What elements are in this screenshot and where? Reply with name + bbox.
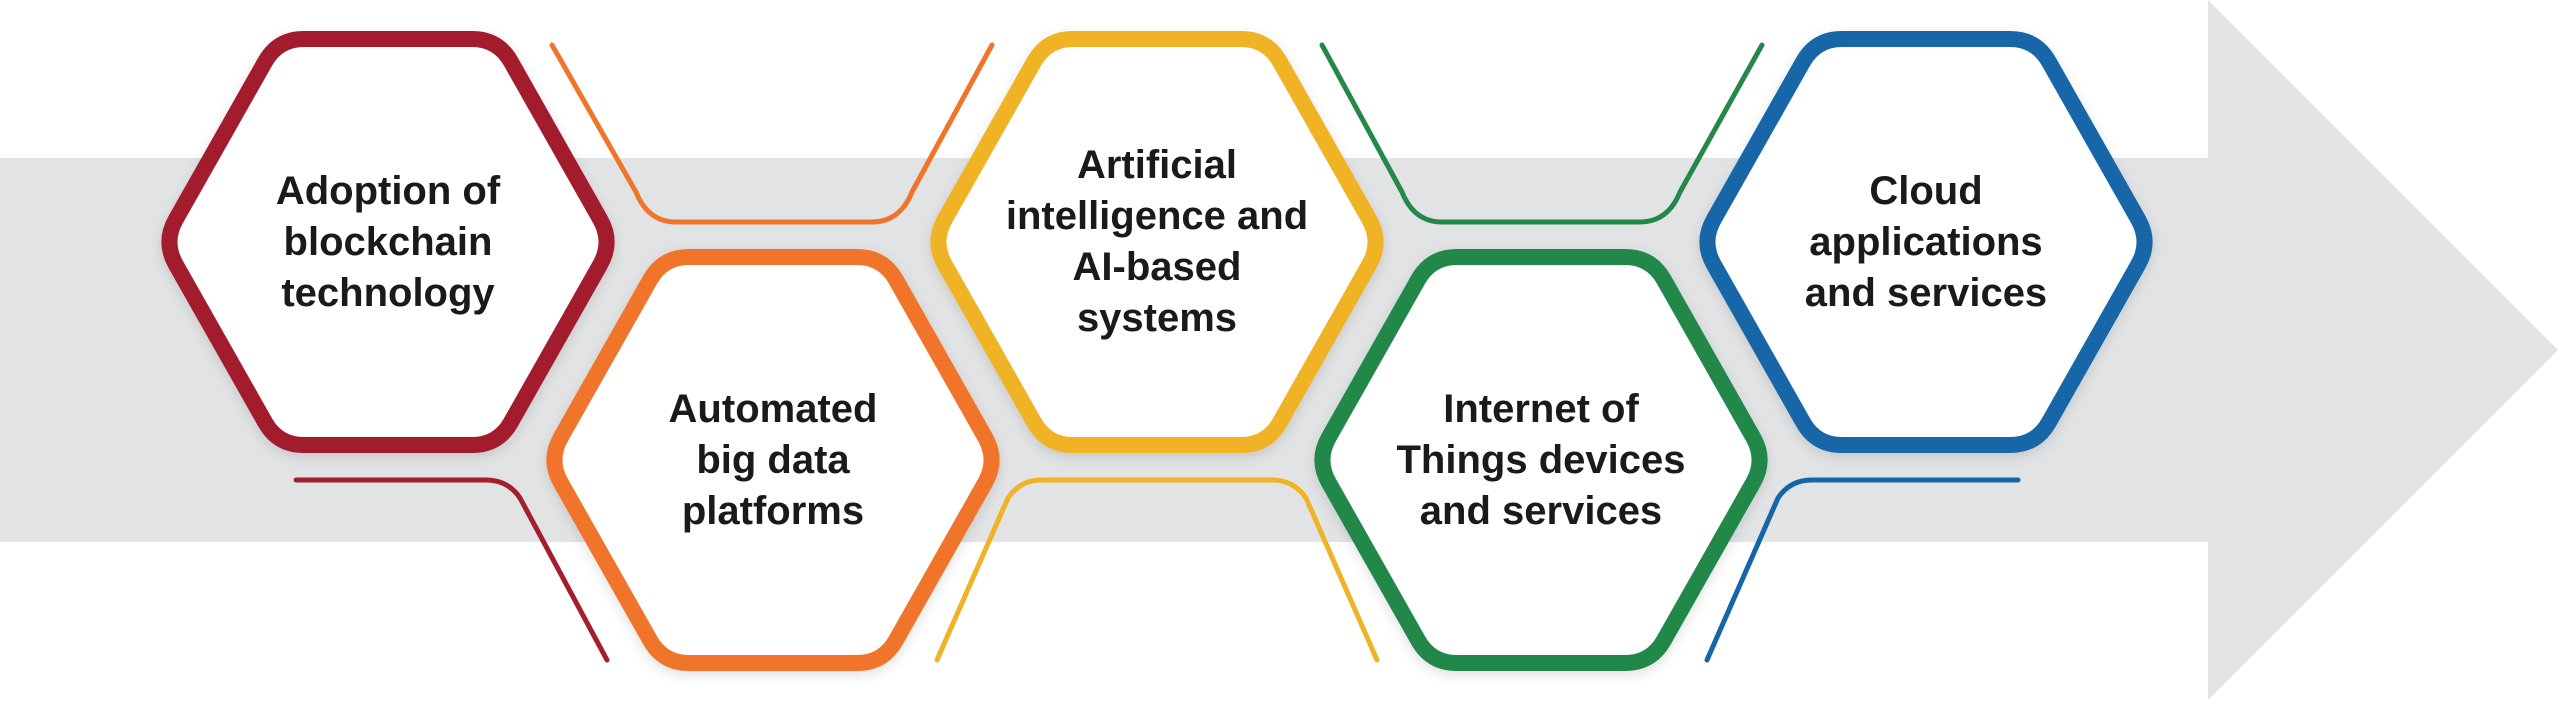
connector-blockchain — [293, 477, 610, 663]
hexagon-blockchain — [161, 31, 615, 453]
connector-ai — [934, 477, 1380, 663]
label-line: Artificial — [1076, 143, 1238, 187]
label-big-data: Automated big data platforms — [603, 310, 943, 610]
hexagon-ai — [930, 31, 1384, 453]
label-blockchain: Adoption of blockchain technology — [218, 92, 558, 392]
label-line: blockchain — [283, 219, 493, 264]
label-line: big data — [696, 437, 850, 482]
label-iot: Internet of Things devices and services — [1371, 310, 1711, 610]
label-line: Things devices — [1396, 437, 1686, 482]
label-line: and services — [1804, 270, 2048, 315]
label-line: Automated — [668, 386, 878, 431]
label-line: Adoption of — [275, 168, 501, 213]
label-line: platforms — [681, 488, 865, 533]
label-cloud: Cloud applications and services — [1756, 92, 2096, 392]
connector-iot — [1319, 42, 1765, 225]
label-line: AI-based — [1072, 245, 1242, 289]
hexagon-group — [161, 31, 2153, 671]
hexagon-cloud — [1699, 31, 2153, 453]
connector-big-data — [549, 42, 995, 225]
label-line: and services — [1419, 488, 1663, 533]
hexagon-iot — [1314, 249, 1768, 671]
connector-lines — [293, 42, 2021, 663]
hexagon-big-data — [546, 249, 1000, 671]
label-line: Cloud — [1869, 168, 1983, 213]
label-line: applications — [1809, 219, 2043, 264]
label-line: technology — [281, 270, 495, 315]
connector-cloud — [1704, 477, 2021, 663]
label-line: Internet of — [1443, 386, 1639, 431]
label-line: intelligence and — [1005, 194, 1309, 238]
label-line: systems — [1076, 296, 1238, 340]
